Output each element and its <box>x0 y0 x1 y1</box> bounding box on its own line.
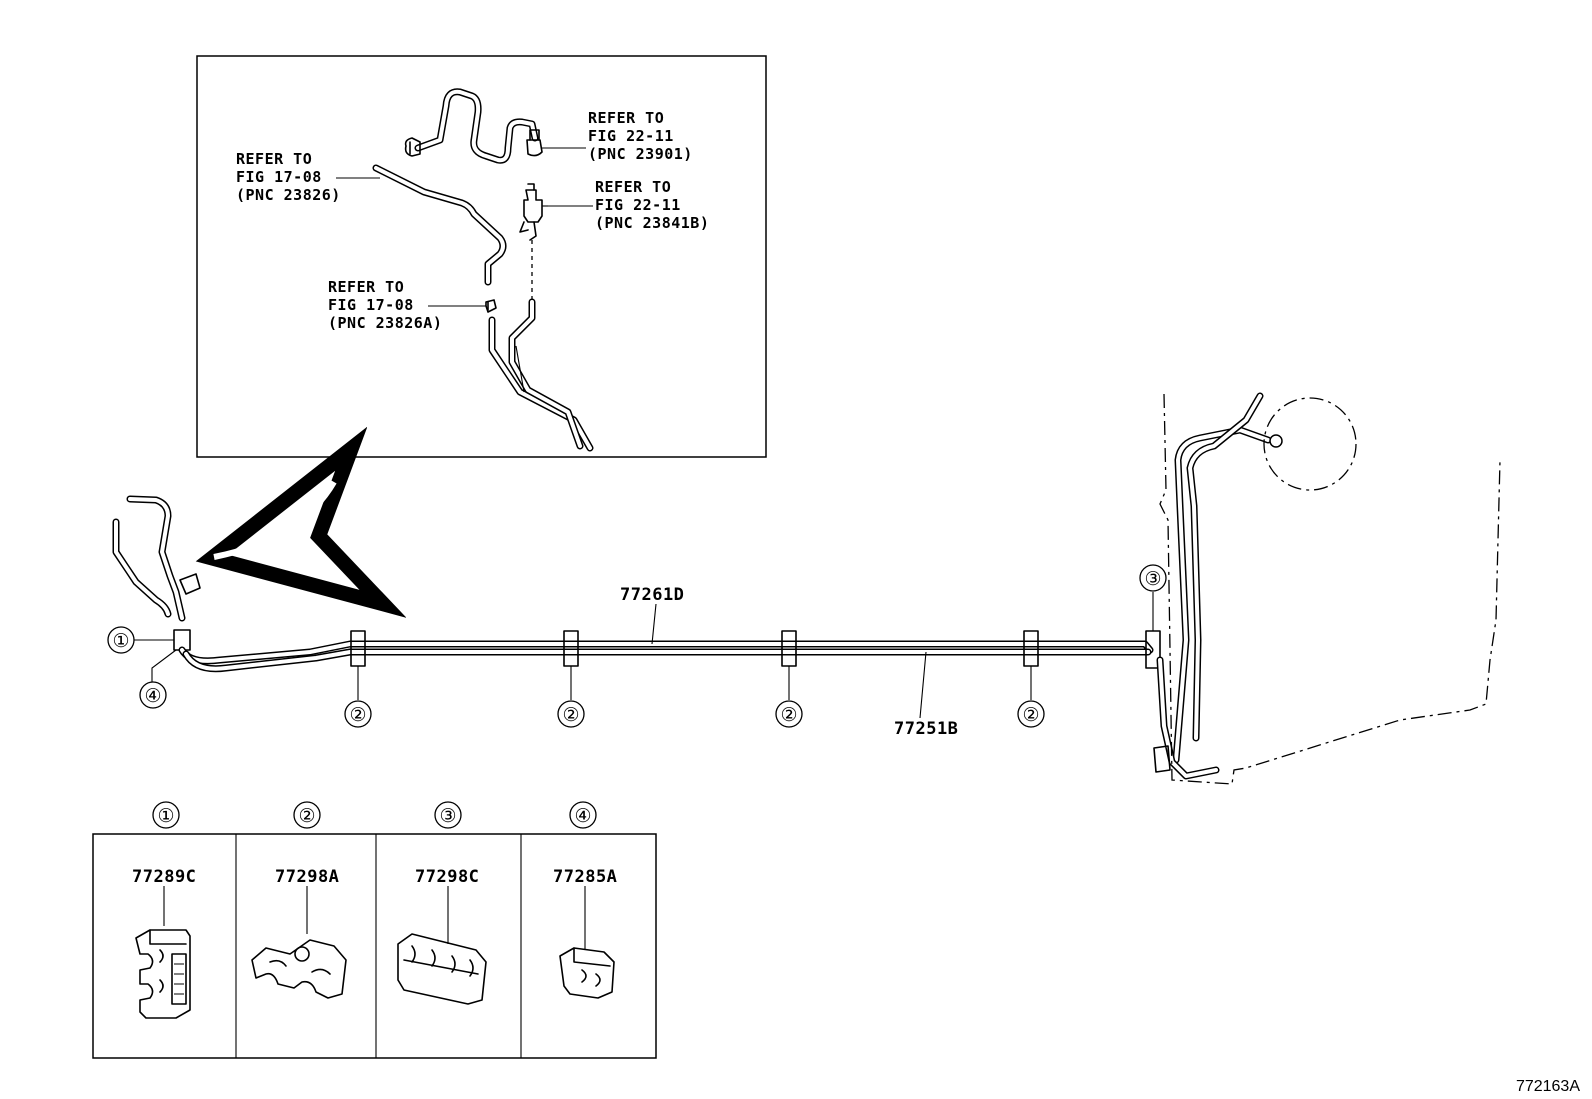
legend-part-2: 77298A <box>275 867 339 887</box>
label-77261d: 77261D <box>620 585 684 605</box>
legend-marker-1-label: ① <box>157 805 174 827</box>
clip-77298a-drawing <box>251 886 347 999</box>
fuel-tank-outlet <box>1269 434 1283 448</box>
callout-2-a: ② <box>344 700 372 728</box>
callout-3-label: ③ <box>1144 568 1161 590</box>
callout-2-b-label: ② <box>562 704 579 726</box>
callout-4-label: ④ <box>144 685 161 707</box>
legend-marker-1: ① <box>152 801 180 829</box>
legend-marker-3-label: ③ <box>439 805 456 827</box>
clamp-1 <box>173 629 191 651</box>
callout-2-c-label: ② <box>780 704 797 726</box>
inset-detail: REFER TO FIG 22-11 (PNC 23901) REFER TO … <box>196 55 767 458</box>
callout-1-label: ① <box>112 630 129 652</box>
callout-2-c: ② <box>775 700 803 728</box>
detail-arrow-inner <box>213 480 337 560</box>
callout-3: ③ <box>1139 564 1167 592</box>
leader-77251b <box>919 651 927 719</box>
clip-77298c-drawing <box>397 886 487 1005</box>
callout-1: ① <box>107 626 135 654</box>
inset-clip-23826a <box>485 299 497 313</box>
legend-part-1: 77289C <box>132 867 196 887</box>
note-pnc-23826a: REFER TO FIG 17-08 (PNC 23826A) <box>328 278 442 332</box>
label-77251b: 77251B <box>894 719 958 739</box>
callout-4: ④ <box>139 681 167 709</box>
inset-tube-23826 <box>372 164 507 286</box>
inset-connector-23841b <box>519 183 548 241</box>
inset-frame <box>196 55 767 458</box>
note-pnc-23841b: REFER TO FIG 22-11 (PNC 23841B) <box>595 178 709 232</box>
clamp-legend: ① ② ③ ④ 77289C 77298A 77298C 77285A <box>92 801 657 1059</box>
legend-marker-4-label: ④ <box>574 805 591 827</box>
legend-marker-2-label: ② <box>298 805 315 827</box>
legend-frame <box>92 833 657 1059</box>
right-connector <box>1153 745 1171 773</box>
note-pnc-23901: REFER TO FIG 22-11 (PNC 23901) <box>588 109 693 163</box>
leader-c4 <box>151 649 177 682</box>
detail-arrow <box>212 482 334 558</box>
body-outline <box>1159 393 1501 785</box>
clip-77285a-drawing <box>559 886 615 999</box>
callout-2-d-label: ② <box>1022 704 1039 726</box>
inset-tube-23901 <box>404 88 543 164</box>
main-assembly <box>112 392 1501 785</box>
wheel-outline <box>1263 397 1357 491</box>
legend-marker-3: ③ <box>434 801 462 829</box>
inset-tube-bundle <box>488 298 594 452</box>
left-connector <box>179 573 201 595</box>
legend-marker-2: ② <box>293 801 321 829</box>
callout-2-b: ② <box>557 700 585 728</box>
note-pnc-23826: REFER TO FIG 17-08 (PNC 23826) <box>236 150 341 204</box>
left-riser-tube-a <box>112 518 172 618</box>
callout-2-d: ② <box>1017 700 1045 728</box>
legend-part-3: 77298C <box>415 867 479 887</box>
legend-part-4: 77285A <box>553 867 617 887</box>
figure-id: 772163A <box>1516 1078 1580 1095</box>
leader-77261d <box>651 603 657 645</box>
callout-2-a-label: ② <box>349 704 366 726</box>
clip-77289c-drawing <box>135 886 191 1019</box>
legend-marker-4: ④ <box>569 801 597 829</box>
right-tube-b <box>1186 392 1264 742</box>
